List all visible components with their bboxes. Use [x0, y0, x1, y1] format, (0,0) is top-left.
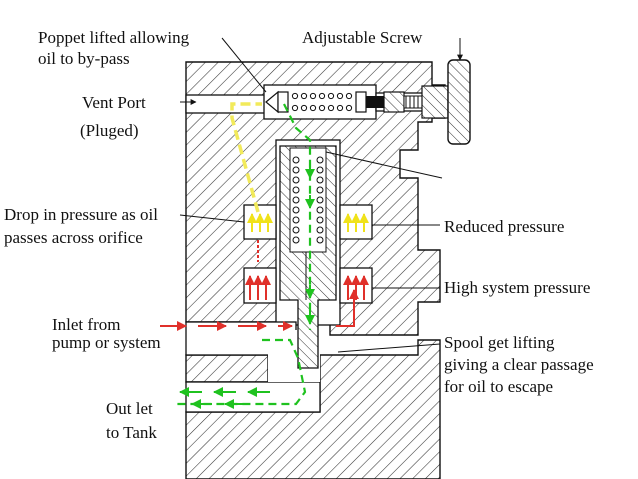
outlet-label-line1: Out let [106, 399, 153, 418]
drop-label-line1: Drop in pressure as oil [4, 205, 158, 224]
spool-label-line2: giving a clear passage [444, 355, 594, 374]
drop-label-line2: passes across orifice [4, 228, 143, 247]
flow-green-drain [176, 103, 312, 406]
vent-port-label-line1: Vent Port [82, 93, 146, 112]
inlet-label-line1: Inlet from [52, 315, 120, 334]
leader-lines [179, 37, 463, 353]
inlet-label-line2: pump or system [52, 333, 161, 352]
poppet-label-line1: Poppet lifted allowing [38, 28, 190, 47]
flow-red [160, 240, 369, 331]
spool-label-line1: Spool get lifting [444, 333, 555, 352]
reduced-pressure-label: Reduced pressure [444, 217, 564, 236]
outlet-label-line2: to Tank [106, 423, 157, 442]
vent-port-label-line2: (Pluged) [80, 121, 139, 140]
adjustable-screw [366, 59, 471, 145]
spool-label-line3: for oil to escape [444, 377, 553, 396]
flow-yellow-pilot [230, 102, 262, 213]
adjustable-screw-label: Adjustable Screw [302, 28, 423, 47]
labels: Poppet lifted allowing oil to by-pass Ad… [4, 28, 594, 442]
main-spring [292, 156, 324, 244]
flow-yellow-reduced [247, 213, 369, 232]
poppet-label-line2: oil to by-pass [38, 49, 130, 68]
high-pressure-label: High system pressure [444, 278, 590, 297]
pilot-poppet [265, 90, 367, 114]
flow-green-arrows [179, 165, 315, 409]
